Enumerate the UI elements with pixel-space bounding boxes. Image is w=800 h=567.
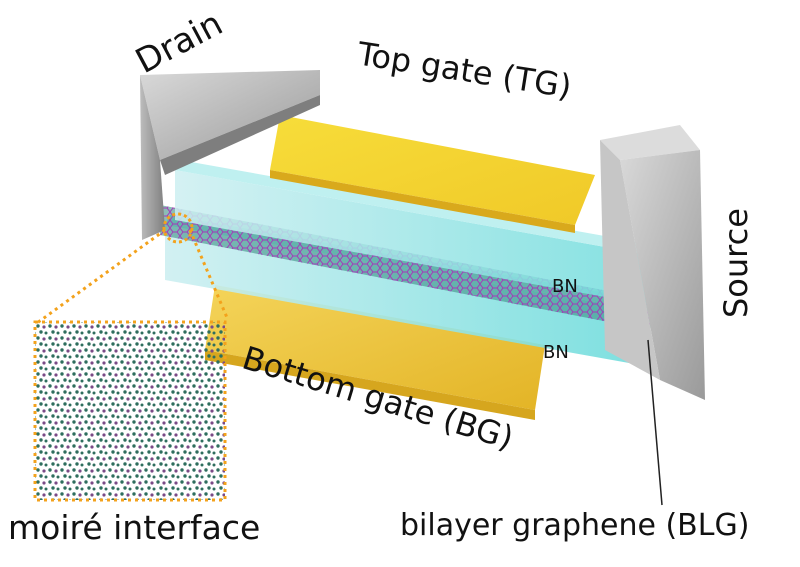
bn-top-label: BN: [552, 276, 578, 297]
blg-leader-line: [647, 339, 663, 506]
drain-contact: [140, 70, 320, 240]
source-contact: [600, 125, 705, 400]
moire-interface-label: moiré interface: [8, 508, 261, 547]
source-label: Source: [717, 208, 755, 318]
bilayer-graphene-label: bilayer graphene (BLG): [400, 508, 750, 543]
bn-top-layer: [175, 160, 655, 305]
top-gate: [270, 115, 595, 233]
moire-callout: [33, 212, 230, 502]
bottom-gate: [205, 285, 545, 420]
bn-bottom-label: BN: [543, 342, 569, 363]
